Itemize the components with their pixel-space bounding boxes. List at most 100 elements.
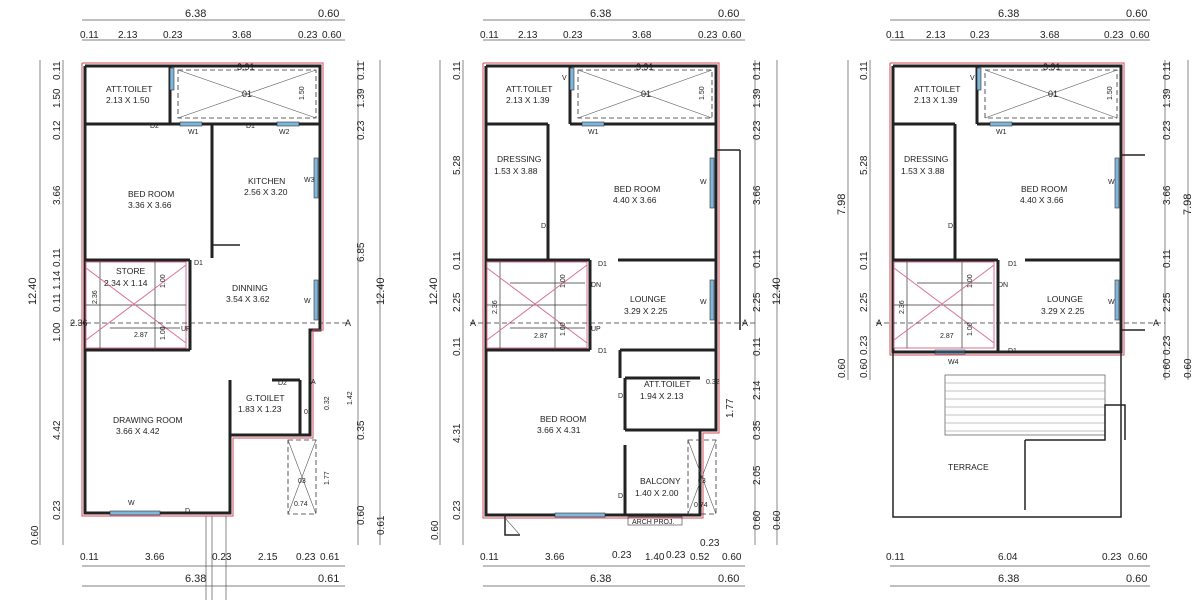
section-marker: A bbox=[345, 318, 351, 328]
dim-text: 3.66 bbox=[752, 185, 763, 205]
dim-text: 3.66 bbox=[52, 185, 63, 205]
label: V bbox=[562, 75, 567, 82]
room-size: 2.56 X 3.20 bbox=[244, 187, 288, 197]
section-marker: A bbox=[742, 318, 748, 328]
dim-text: 0.23 bbox=[698, 30, 718, 41]
dim-text: 0.61 bbox=[376, 515, 387, 535]
stair-dim: 2.36 bbox=[492, 300, 499, 314]
label: 0.32 bbox=[324, 396, 331, 410]
left-total-dim: 7.98 bbox=[836, 194, 848, 215]
door-label: D2 bbox=[541, 223, 550, 230]
window-mark bbox=[976, 67, 982, 91]
bottom-right-dim: 0.60 bbox=[718, 573, 739, 585]
window-label: W4 bbox=[948, 359, 959, 366]
dim-text: 3.68 bbox=[1040, 30, 1060, 41]
dim-text: 0.60 bbox=[722, 552, 742, 563]
top-right-dim: 0.60 bbox=[318, 8, 339, 20]
dim-text: 2.13 bbox=[926, 30, 946, 41]
stair-dim: 1.00 bbox=[560, 322, 567, 336]
door-label: D1 bbox=[1008, 261, 1017, 268]
dim-text: 2.14 bbox=[752, 380, 763, 400]
dim-text: 2.25 bbox=[452, 292, 463, 312]
stair-dim: 1.00 bbox=[160, 326, 167, 340]
top-right-dim: 0.60 bbox=[1126, 8, 1147, 20]
dim-text: 4.42 bbox=[52, 420, 63, 440]
door-label: D1 bbox=[598, 348, 607, 355]
dim-text: 0.60 bbox=[430, 520, 441, 540]
dim-text: 1.14 bbox=[52, 270, 63, 290]
label: 03 bbox=[698, 478, 706, 485]
dim-text: 0.23 bbox=[52, 500, 63, 520]
dim-text: 0.35 bbox=[356, 420, 367, 440]
dim-text: 0.23 bbox=[1162, 120, 1173, 140]
dim-text: 2.13 bbox=[118, 30, 138, 41]
label: V bbox=[970, 75, 975, 82]
section-marker: A bbox=[470, 318, 476, 328]
dim-text: 6.85 bbox=[356, 242, 367, 262]
right-total-dim: 12.40 bbox=[375, 277, 387, 305]
dim-text: 0.60 bbox=[356, 505, 367, 525]
stair-up: UP bbox=[181, 326, 191, 333]
bottom-total-dim: 6.38 bbox=[590, 573, 611, 585]
door-label: D1 bbox=[1008, 348, 1017, 355]
dim-text: 1.39 bbox=[1162, 88, 1173, 108]
dim-text: 1.50 bbox=[52, 88, 63, 108]
dim-text: 0.11 bbox=[52, 293, 63, 312]
room-name: DRESSING bbox=[497, 154, 541, 164]
dim-text: 4.31 bbox=[452, 423, 463, 443]
staircase bbox=[486, 261, 588, 349]
stair-dim: 1.00 bbox=[967, 274, 974, 288]
door-label: D bbox=[185, 508, 190, 515]
left-total-dim: 12.40 bbox=[428, 277, 440, 305]
dim-text: 0.23 bbox=[563, 30, 583, 41]
dim-text: 0.61 bbox=[320, 552, 340, 563]
dim-text: 0.11 bbox=[52, 61, 63, 80]
window-label: W1 bbox=[588, 129, 599, 136]
dim-text: 0.11 bbox=[480, 30, 499, 41]
dim-text: 0.11 bbox=[452, 251, 463, 270]
window-mark bbox=[276, 121, 300, 127]
room-size: 2.13 X 1.39 bbox=[506, 95, 550, 105]
dim-text: 3.68 bbox=[232, 30, 252, 41]
door-label: D2 bbox=[150, 123, 159, 130]
dim-text: 6.04 bbox=[998, 552, 1018, 563]
bottom-total-dim: 6.38 bbox=[185, 573, 206, 585]
dim-text: 2.25 bbox=[752, 292, 763, 312]
room-name: BED ROOM bbox=[540, 414, 586, 424]
door-label: D1 bbox=[246, 123, 255, 130]
room-name: BALCONY bbox=[640, 476, 681, 486]
door-label: D1 bbox=[194, 260, 203, 267]
dim-text: 1.39 bbox=[752, 88, 763, 108]
dim-text: 1.77 bbox=[725, 398, 736, 418]
door-label: D2 bbox=[278, 380, 287, 387]
room-size: 3.66 X 4.31 bbox=[537, 425, 581, 435]
window-label: W2 bbox=[279, 129, 290, 136]
dim-text: 0.60 bbox=[1183, 358, 1194, 378]
dim-text: 2.15 bbox=[258, 552, 278, 563]
room-size: 2.13 X 1.39 bbox=[914, 95, 958, 105]
dim-text: 0.11 bbox=[886, 30, 905, 41]
top-total-dim: 6.38 bbox=[185, 8, 206, 20]
void-size: 3.91 bbox=[237, 62, 255, 72]
room-name: ATT.TOILET bbox=[506, 84, 552, 94]
room-size: 4.40 X 3.66 bbox=[613, 195, 657, 205]
plan-ground-floor: 6.38 0.60 0.11 2.13 0.23 3.68 0.23 0.60 … bbox=[27, 8, 387, 600]
room-name: ATT.TOILET bbox=[644, 379, 690, 389]
window-label: W bbox=[1108, 299, 1115, 306]
dim-text: 2.25 bbox=[859, 292, 870, 312]
void-side: 1.50 bbox=[1107, 86, 1114, 100]
room-size: 2.13 X 1.50 bbox=[106, 95, 150, 105]
stair-dn: DN bbox=[591, 282, 601, 289]
plan-first-floor: 6.38 0.60 0.11 2.13 0.23 3.68 0.23 0.60 … bbox=[428, 8, 783, 587]
stair-dn: DN bbox=[998, 282, 1008, 289]
dim-text: 0.23 bbox=[666, 550, 686, 561]
dim-text: 0.11 bbox=[52, 248, 63, 267]
left-total-dim: 12.40 bbox=[27, 277, 39, 305]
dim-text: 5.28 bbox=[859, 155, 870, 175]
room-size: 3.36 X 3.66 bbox=[128, 200, 172, 210]
window-mark bbox=[1114, 157, 1120, 209]
dim-text: 0.23 bbox=[296, 552, 316, 563]
dim-text: 0.11 bbox=[859, 61, 870, 80]
bottom-right-dim: 0.60 bbox=[1126, 573, 1147, 585]
right-total-dim: 7.98 bbox=[1182, 194, 1194, 215]
